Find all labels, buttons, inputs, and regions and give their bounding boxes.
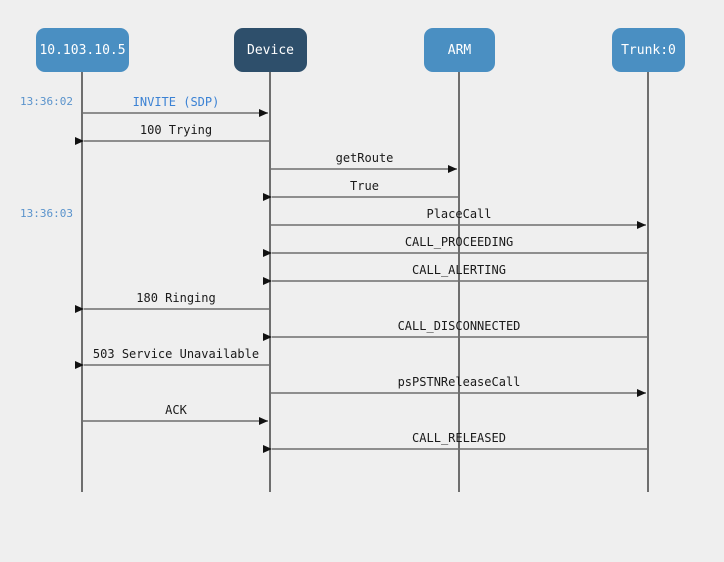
message-label: psPSTNReleaseCall bbox=[397, 375, 521, 389]
message-label: ACK bbox=[165, 403, 187, 417]
message-label: 180 Ringing bbox=[136, 291, 216, 305]
participant-box-trunk-0[interactable]: Trunk:0 bbox=[612, 28, 685, 72]
participant-box-arm[interactable]: ARM bbox=[424, 28, 495, 72]
message-label: CALL_RELEASED bbox=[412, 431, 506, 445]
message-label: CALL_ALERTING bbox=[412, 263, 506, 277]
message-label: 100 Trying bbox=[139, 123, 213, 137]
message-label: CALL_PROCEEDING bbox=[404, 235, 514, 249]
participant-label: ARM bbox=[447, 42, 472, 58]
participant-label: Device bbox=[247, 42, 294, 58]
participant-box-device[interactable]: Device bbox=[234, 28, 307, 72]
participant-label: Trunk:0 bbox=[621, 42, 676, 58]
message-label: getRoute bbox=[335, 151, 394, 165]
message-label: PlaceCall bbox=[426, 207, 492, 221]
timestamp-label: 13:36:03 bbox=[20, 207, 73, 220]
lifelines-group bbox=[81, 72, 649, 492]
message-label: True bbox=[350, 179, 379, 193]
message-arrows-group bbox=[75, 109, 648, 453]
message-label: CALL_DISCONNECTED bbox=[397, 319, 521, 333]
participant-box-10-103-10-5[interactable]: 10.103.10.5 bbox=[36, 28, 129, 72]
timestamp-label: 13:36:02 bbox=[20, 95, 73, 108]
message-label: 503 Service Unavailable bbox=[92, 347, 260, 361]
participant-label: 10.103.10.5 bbox=[39, 42, 126, 58]
message-label: INVITE (SDP) bbox=[132, 95, 220, 109]
